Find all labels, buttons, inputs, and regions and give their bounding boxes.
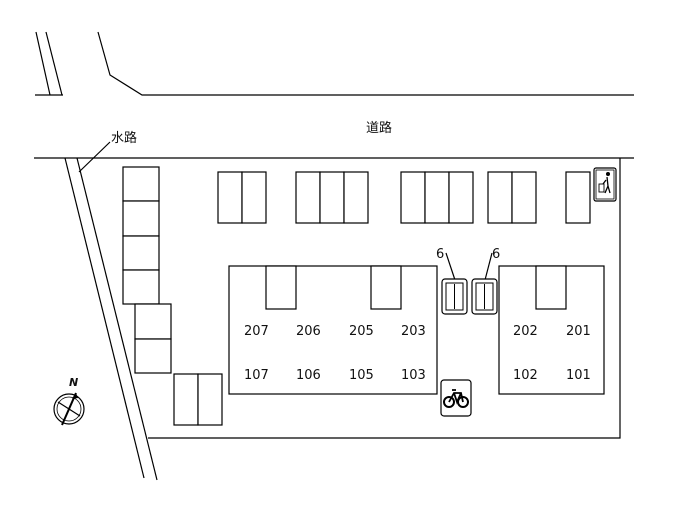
unit-label: 202 <box>513 324 538 339</box>
unit-label: 107 <box>244 368 269 383</box>
unit-label: 201 <box>566 324 591 339</box>
parking-top <box>217 171 591 224</box>
top-left-curb <box>35 31 634 96</box>
unit-label: 207 <box>244 324 269 339</box>
road-label: 道路 <box>366 120 392 136</box>
site-boundary <box>148 158 621 439</box>
waterway-label: 水路 <box>111 130 137 146</box>
elevator-1: 6 <box>436 247 468 315</box>
unit-label: 203 <box>401 324 426 339</box>
unit-label: 106 <box>296 368 321 383</box>
north-label: N <box>69 376 78 389</box>
unit-label: 105 <box>349 368 374 383</box>
unit-label: 101 <box>566 368 591 383</box>
elevator-label: 6 <box>492 247 500 262</box>
waterway: 水路 <box>64 130 158 481</box>
building-b: 202 201 102 101 <box>498 265 605 395</box>
elevator-label: 6 <box>436 247 444 262</box>
elevator-2: 6 <box>471 247 500 315</box>
parking-left <box>122 166 223 426</box>
elevator-icon <box>441 278 468 315</box>
unit-label: 205 <box>349 324 374 339</box>
elevator-icon <box>471 278 498 315</box>
compass-north-icon: N <box>53 376 85 426</box>
unit-label: 102 <box>513 368 538 383</box>
unit-label: 103 <box>401 368 426 383</box>
road: 道路 <box>34 120 634 159</box>
unit-label: 206 <box>296 324 321 339</box>
building-a: 207 206 205 203 107 106 105 103 <box>228 265 438 395</box>
bicycle-icon <box>440 379 472 417</box>
trash-bin-icon <box>593 167 617 202</box>
